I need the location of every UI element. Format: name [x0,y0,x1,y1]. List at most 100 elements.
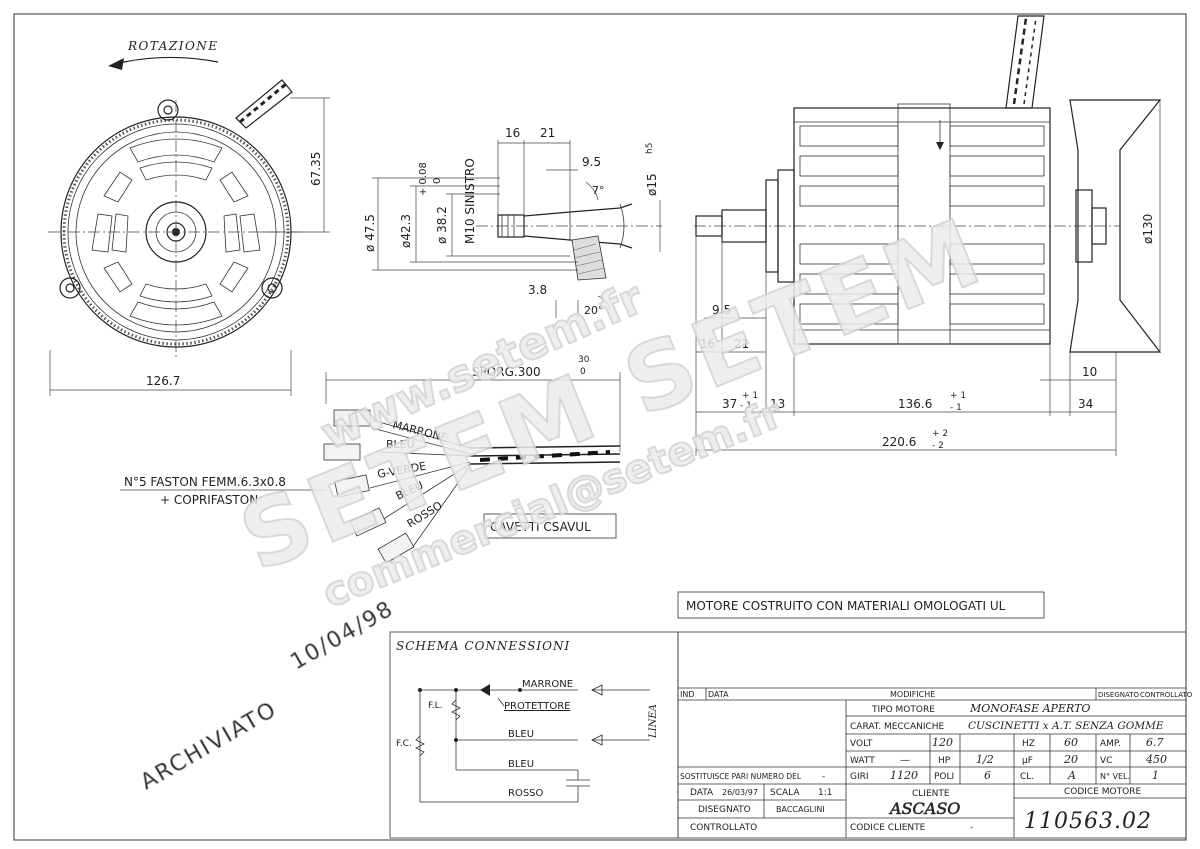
sostituisce-value: - [822,772,825,782]
vc-value: 450 [1145,753,1167,766]
scala-value: 1:1 [818,788,832,798]
side-dim-13: 13 [770,397,785,411]
scala-label: SCALA [770,788,800,798]
schema-linea: LINEA [648,704,659,739]
lead-length: SPORG.300 [472,365,541,379]
dim-dia-130: ø130 [1141,214,1155,244]
rotation-arrowhead [108,58,124,70]
schema-bleu-1: BLEU [508,729,534,740]
schema-fl: F.L. [428,701,442,711]
amp-label: AMP. [1100,739,1121,749]
schema-rosso: ROSSO [508,788,544,799]
data-label: DATA [690,788,714,798]
dim-angle-20: 20° [584,304,604,317]
amp-value: 6.7 [1146,736,1164,749]
codice-motore-label: CODICE MOTORE [1064,787,1141,797]
cliente-value: ASCASO [888,799,960,818]
front-view: ROTAZIONE [48,39,330,396]
schema-fc: F.C. [396,739,412,749]
cliente-label: CLIENTE [912,789,950,799]
uf-label: µF [1022,756,1033,766]
dim-dia-47-5: ø 47.5 [363,214,377,252]
poli-value: 6 [984,769,991,782]
watt-value: — [900,755,910,766]
volt-label: VOLT [850,739,873,749]
hdr-modifiche: MODIFICHE [890,690,935,699]
rotation-label: ROTAZIONE [127,39,219,53]
side-dim-16: 16 [700,337,715,351]
rotation-arrow [114,56,219,65]
dim-height-67-35: 67.35 [309,152,323,186]
dim-9-5: 9.5 [582,155,601,169]
side-dim-37-tol-minus: - 1 [740,401,752,411]
poli-label: POLI [934,772,954,782]
vc-label: VC [1100,756,1112,766]
giri-label: GIRI [850,772,869,782]
dim-tol-zero: 0 [432,178,443,184]
nvel-label: N° VEL. [1100,772,1130,781]
watt-label: WATT [850,756,875,766]
side-dim-10: 10 [1082,365,1097,379]
side-dim-136-6: 136.6 [898,397,932,411]
codice-cliente-value: - [970,823,973,833]
dim-angle-7: 7° [592,184,605,197]
controllato-label: CONTROLLATO [690,823,757,833]
title-block: IND DATA MODIFICHE DISEGNATO CONTROLLATO… [677,631,1193,839]
sostituisce-label: SOSTITUISCE PARI NUMERO DEL [680,772,802,781]
nvel-value: 1 [1152,769,1159,782]
side-dim-9-5: 9.5 [712,303,731,317]
dim-tol-plus-0-08: + 0.08 [418,162,429,196]
cl-label: CL. [1020,772,1034,782]
hp-label: HP [938,756,951,766]
giri-value: 1120 [890,769,918,782]
side-dim-220-6: 220.6 [882,435,916,449]
side-dim-136-6-tol-plus: + 1 [950,391,966,401]
dim-16: 16 [505,126,520,140]
thread-label: M10 SINISTRO [463,158,477,244]
side-dim-220-6-tol-minus: - 2 [932,441,944,451]
dim-dia-42-3: ø42.3 [399,214,413,248]
hp-value: 1/2 [976,753,994,766]
volt-value: 120 [932,736,953,749]
dim-21: 21 [540,126,555,140]
dim-width-126-7: 126.7 [146,374,180,388]
ul-note: MOTORE COSTRUITO CON MATERIALI OMOLOGATI… [686,599,1006,613]
hz-label: HZ [1022,739,1035,749]
carat-label: CARAT. MECCANICHE [850,722,945,732]
disegnato-value: BACCAGLINI [776,805,825,814]
schema-bleu-2: BLEU [508,759,534,770]
sheet-border [13,13,1187,841]
faston-line1: N°5 FASTON FEMM.6.3x0.8 [124,475,286,489]
lead-tol-top: 30 [578,355,590,365]
tipo-motore: MONOFASE APERTO [969,702,1090,715]
lead-tol-bottom: 0 [580,367,586,377]
codice-motore-value: 110563.02 [1024,809,1152,834]
schema-title: SCHEMA CONNESSIONI [396,639,570,653]
wire-bleu-1: BLEU [386,438,415,451]
schema-marrone: MARRONE [522,679,573,690]
dim-dia-38-2: ø 38.2 [435,206,449,244]
dim-dia-15: ø15 [645,173,659,196]
side-dim-34: 34 [1078,397,1093,411]
shaft-detail: 16 21 9.5 ø 47.5 ø42.3 ø 38.2 + 0.08 0 ø… [363,126,662,318]
side-dim-37: 37 [722,397,737,411]
side-dim-37-tol-plus: + 1 [742,391,758,401]
codice-cliente-label: CODICE CLIENTE [850,823,926,833]
tipo-motore-label: TIPO MOTORE [871,705,935,715]
side-view: ø130 9.5 16 21 37 - 1 + 1 13 136.6 + 1 -… [694,15,1162,456]
disegnato-label: DISEGNATO [698,805,751,815]
hdr-controllato: CONTROLLATO [1140,691,1193,699]
uf-value: 20 [1063,753,1078,766]
side-dim-220-6-tol-plus: + 2 [932,429,948,439]
hdr-ind: IND [680,690,695,699]
hdr-disegnato: DISEGNATO [1098,691,1140,699]
archive-stamp: ARCHIVIATO [137,697,282,795]
faston-line2: + COPRIFASTON [160,493,258,507]
cable-label: CAVETTI CSAVUL [490,520,591,534]
data-value: 26/03/97 [722,788,758,797]
schema-connessioni: SCHEMA CONNESSIONI MARRONE PROTETTO [389,631,679,839]
watermark: www.setem.fr SETEM SETEM commercial@sete… [225,196,1000,618]
watermark-brand: SETEM SETEM [226,197,999,592]
dim-h5: h5 [645,143,655,154]
